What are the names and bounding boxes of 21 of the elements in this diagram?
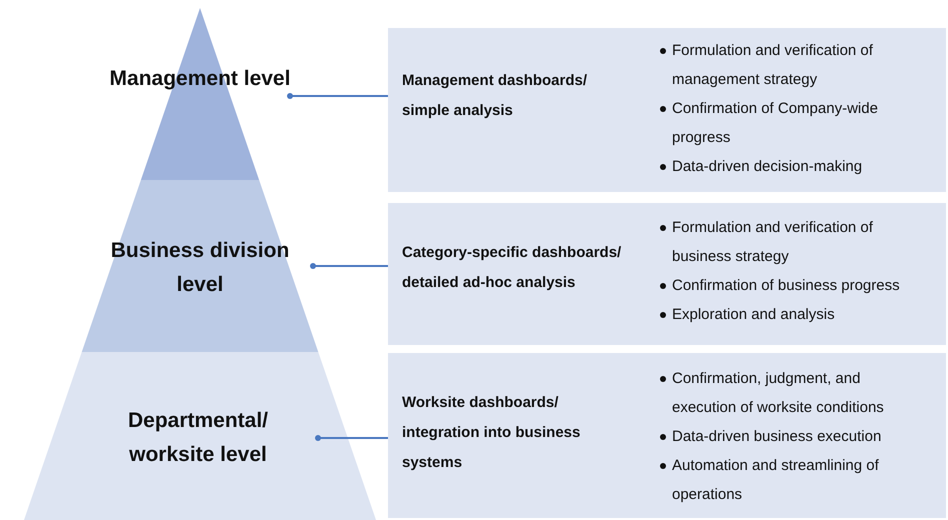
- bullet-text: Automation and streamlining of operations: [672, 457, 879, 503]
- tier-label: Departmental/ worksite level: [126, 408, 270, 468]
- bullet-text: Exploration and analysis: [672, 306, 835, 323]
- bullet-text: Confirmation of Company-wide progress: [672, 100, 878, 146]
- bullet-text: Formulation and verification of business strategy: [672, 219, 873, 265]
- bullet-text: Confirmation, judgment, and execution of worksite conditions: [672, 370, 884, 416]
- bullet-text: Confirmation of business progress: [672, 277, 900, 294]
- connector-line: [315, 435, 388, 441]
- bullet-text: Data-driven decision-making: [672, 158, 862, 175]
- panel-heading: Worksite dashboards/ integration into business systems: [402, 393, 582, 473]
- description-panel: [388, 203, 946, 345]
- description-panel: [388, 353, 946, 518]
- panel-heading: Category-specific dashboards/ detailed ad-hoc analysis: [402, 243, 622, 293]
- panel-heading: Management dashboards/ simple analysis: [402, 71, 588, 121]
- description-panel: [388, 28, 946, 192]
- connector-line: [287, 93, 388, 99]
- connector-line: [310, 263, 388, 269]
- tier-label: Business division level: [110, 238, 290, 298]
- bullet-text: Formulation and verification of management strategy: [672, 42, 873, 88]
- bullet-text: Data-driven business execution: [672, 428, 882, 445]
- tier-label: Management level: [108, 66, 292, 92]
